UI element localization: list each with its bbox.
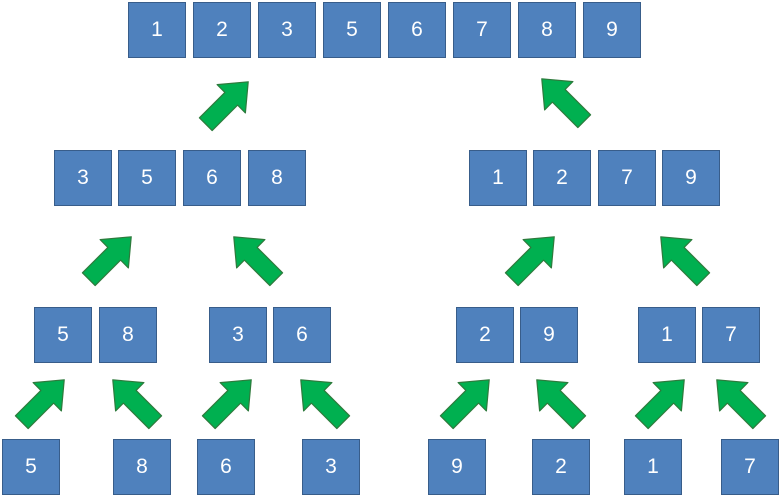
arrow-up-right-icon: [74, 222, 146, 294]
leaf-cell: 5: [2, 439, 60, 495]
sorted-cell: 3: [258, 2, 316, 58]
pair-cell: 3: [209, 307, 267, 363]
arrow-up-right-icon: [627, 365, 699, 437]
leaf-cell: 1: [624, 439, 682, 495]
pair-cell: 9: [520, 307, 578, 363]
arrow-up-left-icon: [286, 365, 358, 437]
quad-right-cell: 9: [662, 150, 720, 206]
leaf-cell: 6: [197, 439, 255, 495]
sorted-cell: 6: [388, 2, 446, 58]
pair-cell: 5: [34, 307, 92, 363]
pair-cell: 1: [638, 307, 696, 363]
quad-right-cell: 1: [469, 150, 527, 206]
sorted-cell: 5: [323, 2, 381, 58]
arrow-up-left-icon: [702, 365, 774, 437]
sorted-cell: 1: [128, 2, 186, 58]
quad-right-cell: 2: [533, 150, 591, 206]
quad-left-cell: 5: [118, 150, 176, 206]
sorted-cell: 8: [518, 2, 576, 58]
arrow-up-right-icon: [194, 365, 266, 437]
pair-cell: 8: [99, 307, 157, 363]
arrow-up-left-icon: [219, 222, 291, 294]
leaf-cell: 7: [721, 439, 779, 495]
quad-left-cell: 8: [248, 150, 306, 206]
arrow-up-left-icon: [527, 64, 599, 136]
quad-left-cell: 6: [183, 150, 241, 206]
arrow-up-right-icon: [191, 67, 263, 139]
arrow-up-left-icon: [522, 365, 594, 437]
sorted-cell: 7: [453, 2, 511, 58]
pair-cell: 2: [456, 307, 514, 363]
arrow-up-left-icon: [98, 365, 170, 437]
leaf-cell: 8: [113, 439, 171, 495]
pair-cell: 7: [702, 307, 760, 363]
quad-right-cell: 7: [598, 150, 656, 206]
pair-cell: 6: [273, 307, 331, 363]
arrow-up-left-icon: [646, 222, 718, 294]
leaf-cell: 9: [428, 439, 486, 495]
arrow-up-right-icon: [497, 222, 569, 294]
arrow-up-right-icon: [432, 365, 504, 437]
quad-left-cell: 3: [54, 150, 112, 206]
arrow-up-right-icon: [7, 365, 79, 437]
sorted-cell: 9: [583, 2, 641, 58]
leaf-cell: 2: [532, 439, 590, 495]
leaf-cell: 3: [302, 439, 360, 495]
sorted-cell: 2: [193, 2, 251, 58]
